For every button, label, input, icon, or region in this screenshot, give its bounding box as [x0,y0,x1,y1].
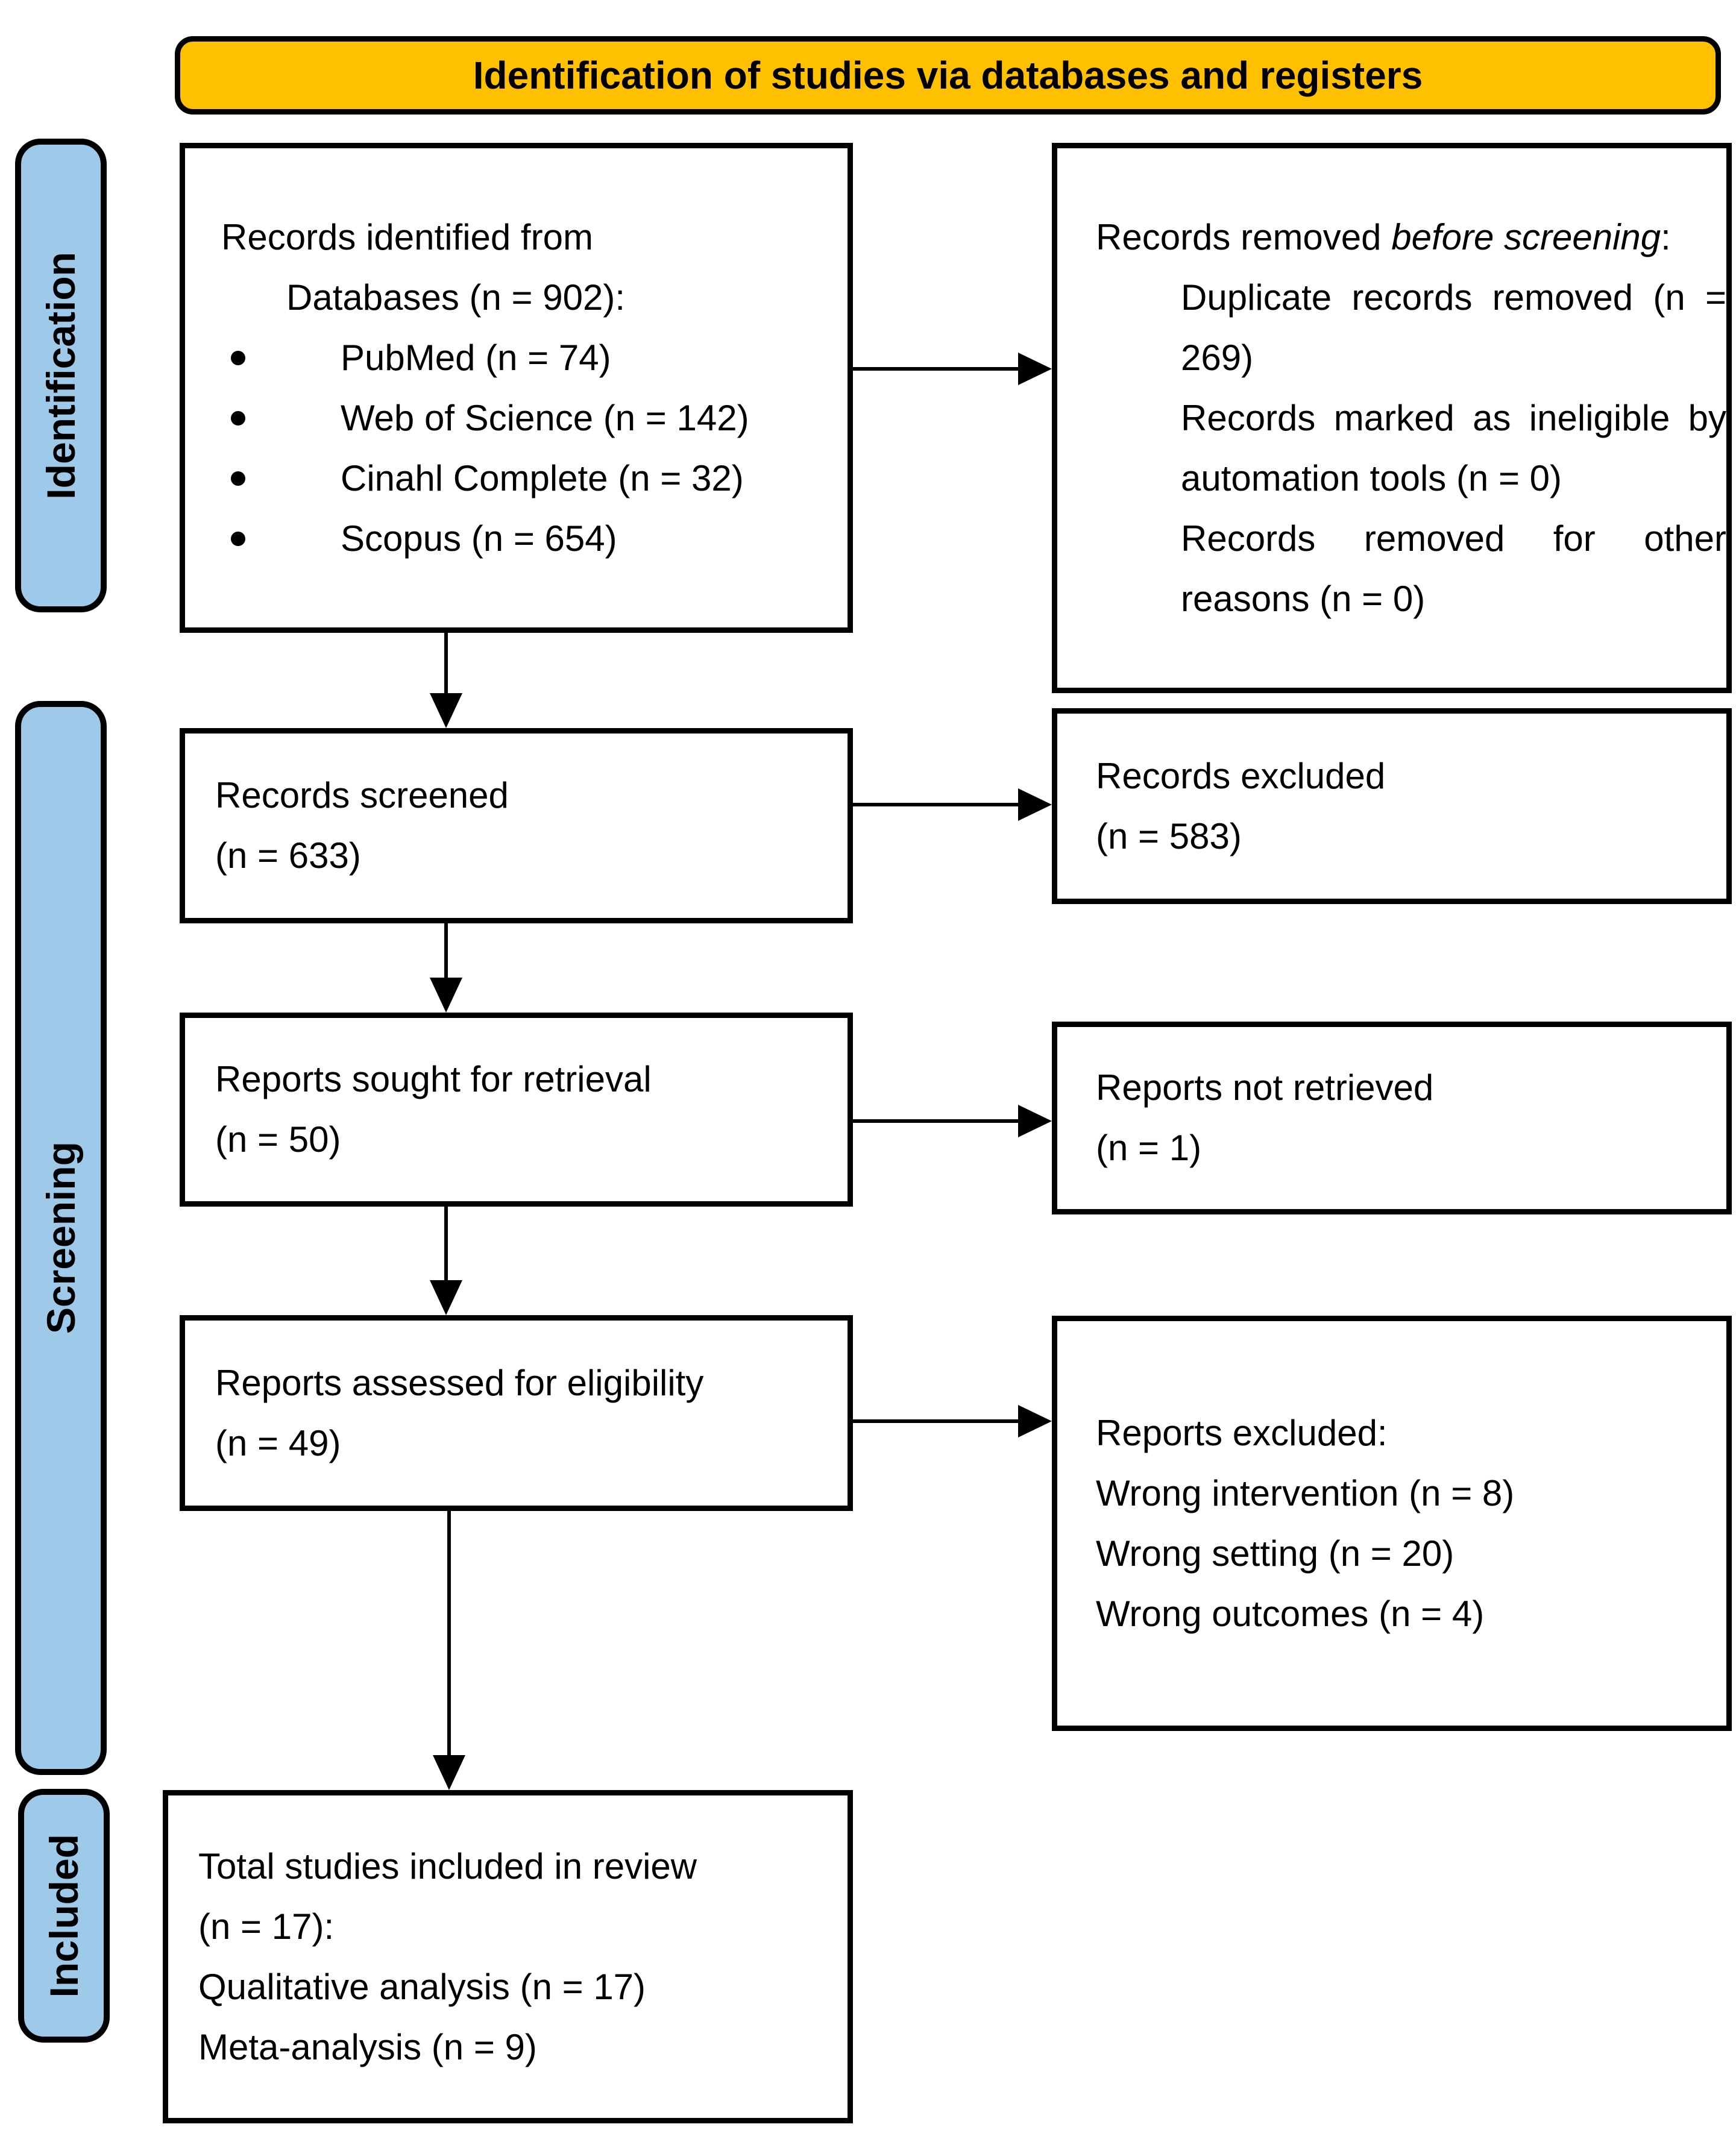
arrow-screened-to-excluded [853,803,1018,806]
reports-excluded-title: Reports excluded: [1096,1412,1388,1453]
database-item-scopus: Scopus (n = 654) [185,509,848,569]
database-item-label: Cinahl Complete (n = 32) [341,457,744,498]
arrow-assessed-to-reports-excluded [853,1419,1018,1423]
reports-not-retrieved-count: (n = 1) [1096,1128,1202,1168]
banner-title: Identification of studies via databases … [175,36,1721,115]
reports-sought-line1: Reports sought for retrieval [215,1059,652,1099]
box-total-included: Total studies included in review (n = 17… [163,1790,853,2123]
removed-reason-line: Duplicate records removed (n = [1181,277,1726,318]
records-screened-count: (n = 633) [215,835,361,876]
arrow-sought-to-assessed [444,1207,448,1280]
removed-reason-line: reasons (n = 0) [1181,578,1426,619]
arrow-sought-to-not-retrieved [853,1119,1018,1123]
removed-reason-line: 269) [1181,337,1254,378]
records-excluded-count: (n = 583) [1096,815,1242,856]
box-reports-sought: Reports sought for retrieval (n = 50) [180,1013,853,1207]
arrow-assessed-to-included [447,1511,451,1755]
reports-sought-count: (n = 50) [215,1119,341,1160]
stage-included-label: Included [42,1833,86,1998]
database-item-label: Web of Science (n = 142) [341,397,749,438]
records-excluded-line1: Records excluded [1096,755,1386,796]
removed-reason-line: Records marked as ineligible by [1181,397,1726,438]
reports-not-retrieved-line1: Reports not retrieved [1096,1067,1434,1108]
reports-excluded-reason: Wrong intervention (n = 8) [1096,1472,1515,1513]
records-identified-line2: Databases (n = 902): [286,277,626,318]
box-reports-not-retrieved: Reports not retrieved (n = 1) [1052,1022,1732,1214]
total-included-count: (n = 17): [198,1906,335,1947]
total-included-line1: Total studies included in review [198,1846,697,1886]
box-reports-excluded: Reports excluded: Wrong intervention (n … [1052,1316,1732,1731]
records-removed-title: Records removed before screening: [1057,207,1726,268]
database-item-pubmed: PubMed (n = 74) [185,328,848,388]
stage-screening: Screening [15,701,107,1775]
database-item-label: PubMed (n = 74) [341,337,611,378]
box-records-excluded: Records excluded (n = 583) [1052,708,1732,904]
reports-excluded-reason: Wrong outcomes (n = 4) [1096,1593,1485,1634]
meta-analysis-line: Meta-analysis (n = 9) [198,2026,537,2067]
stage-identification: Identification [15,139,107,612]
box-reports-assessed: Reports assessed for eligibility (n = 49… [180,1315,853,1511]
records-removed-title-italic: before screening [1391,216,1661,257]
bullet-icon [231,531,245,546]
database-item-label: Scopus (n = 654) [341,518,617,559]
stage-screening-label: Screening [39,1142,83,1334]
records-screened-line1: Records screened [215,775,509,815]
bullet-icon [231,350,245,365]
reports-excluded-reason: Wrong setting (n = 20) [1096,1533,1455,1574]
stage-included: Included [18,1789,110,2043]
records-removed-title-prefix: Records removed [1096,216,1392,257]
box-records-identified: Records identified from Databases (n = 9… [180,143,853,633]
reports-assessed-count: (n = 49) [215,1422,341,1463]
reports-assessed-line1: Reports assessed for eligibility [215,1362,704,1403]
banner-title-text: Identification of studies via databases … [473,54,1423,97]
bullet-icon [231,471,245,486]
arrow-screened-to-sought [444,923,448,978]
box-records-removed: Records removed before screening: Duplic… [1052,143,1732,693]
bullet-icon [231,410,245,426]
database-item-web-of-science: Web of Science (n = 142) [185,388,848,448]
removed-reason-line: Records removed for other [1181,518,1726,559]
records-identified-line1: Records identified from [221,216,593,257]
database-item-cinahl: Cinahl Complete (n = 32) [185,448,848,509]
removed-reason-line: automation tools (n = 0) [1181,457,1562,498]
arrow-identified-to-removed [853,367,1018,371]
records-removed-title-suffix: : [1661,216,1671,257]
stage-identification-label: Identification [39,251,83,500]
qualitative-analysis-line: Qualitative analysis (n = 17) [198,1966,646,2007]
arrow-identified-to-screened [444,633,448,693]
box-records-screened: Records screened (n = 633) [180,728,853,923]
